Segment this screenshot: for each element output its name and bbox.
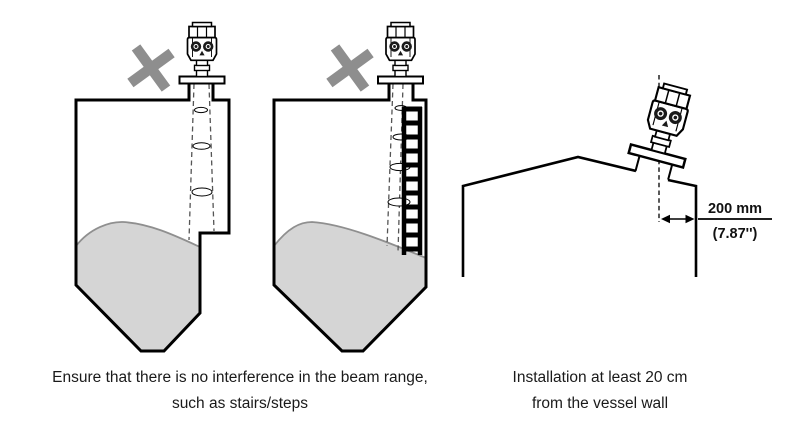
beam-cone xyxy=(188,83,215,241)
mounting-nozzle xyxy=(634,154,674,180)
ladder-icon xyxy=(401,106,423,255)
caption-wall-distance: Installation at least 20 cm from the ves… xyxy=(470,365,730,417)
beam-cross-section xyxy=(191,187,213,197)
prohibited-cross-icon xyxy=(127,44,175,92)
beam-edge-dashed xyxy=(188,83,195,241)
dimension-metric-label: 200 mm xyxy=(708,201,762,217)
beam-cross-section xyxy=(194,106,208,114)
caption-wall-distance-line2: from the vessel wall xyxy=(531,395,669,412)
arrowhead-right-icon xyxy=(685,214,695,224)
dimension-annotation: 200 mm (7.87'') xyxy=(661,201,772,242)
caption-beam-interference-line2: such as stairs/steps xyxy=(171,395,309,412)
caption-beam-interference: Ensure that there is no interference in … xyxy=(20,365,460,417)
roof-outline xyxy=(461,155,698,277)
caption-beam-interference-line1: Ensure that there is no interference in … xyxy=(52,369,428,386)
caption-wall-distance-line1: Installation at least 20 cm xyxy=(512,369,688,386)
beam-edge-dashed xyxy=(208,83,215,232)
beam-edge-dashed xyxy=(386,83,394,247)
diagram-canvas: 200 mm (7.87'') xyxy=(74,21,772,353)
vessel-ladder-diagram xyxy=(272,21,428,353)
vessel-outline xyxy=(74,84,231,353)
radar-sensor-icon xyxy=(377,21,424,85)
arrowhead-left-icon xyxy=(661,214,670,224)
vessel-outline xyxy=(272,84,428,353)
vessel-step-diagram xyxy=(74,21,231,353)
radar-sensor-icon xyxy=(627,78,705,169)
prohibited-cross-icon xyxy=(326,44,374,92)
beam-cross-section xyxy=(192,142,211,150)
roof-mount-diagram: 200 mm (7.87'') xyxy=(461,75,772,277)
dimension-imperial-label: (7.87'') xyxy=(713,226,758,242)
radar-sensor-icon xyxy=(178,21,226,85)
